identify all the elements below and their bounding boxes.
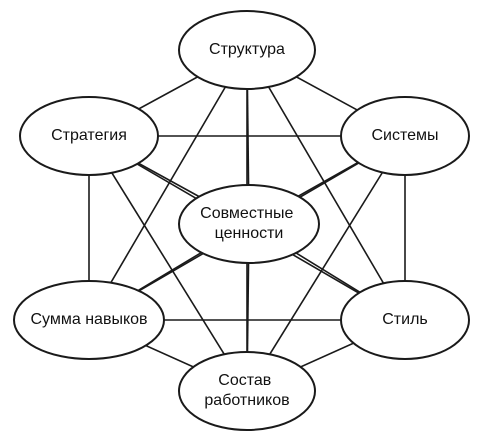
node-structure-label: Структура [209,41,285,58]
node-skills-ellipse [13,280,165,360]
svg-text:Состав работников: Состав работников [204,372,289,409]
node-systems-label: Системы [371,127,438,144]
svg-text:Системы: Системы [371,127,438,144]
node-strategy: Стратегия [19,96,159,176]
node-systems-ellipse [340,96,470,176]
node-shared-values-ellipse [178,184,320,264]
svg-text:Сумма навыков: Сумма навыков [30,311,147,328]
node-strategy-label: Стратегия [51,127,127,144]
node-style: Стиль [340,280,470,360]
node-staff-ellipse [178,351,316,431]
node-strategy-ellipse [19,96,159,176]
node-skills: Сумма навыков [13,280,165,360]
node-shared-values-label-line-2: ценности [215,225,284,242]
svg-text:Стиль: Стиль [382,311,428,328]
node-systems: Системы [340,96,470,176]
connector-systems-staff [246,135,406,392]
connector-strategy-staff [88,135,248,392]
node-style-label: Стиль [382,311,428,328]
node-staff: Состав работников [178,351,316,431]
node-structure: Структура [178,10,316,90]
node-shared-values-label-line-1: Совместные [200,205,293,222]
svg-text:Совместные ценности: Совместные ценности [200,205,298,242]
node-staff-label-line-1: Состав [218,372,271,389]
node-staff-label-line-2: работников [204,392,289,409]
svg-text:Структура: Структура [209,41,285,58]
connector-structure-style [246,49,406,321]
node-style-ellipse [340,280,470,360]
node-shared-values: Совместные ценности [178,184,320,264]
connector-structure-skills [88,49,248,321]
node-structure-ellipse [178,10,316,90]
node-skills-label: Сумма навыков [30,311,147,328]
svg-text:Стратегия: Стратегия [51,127,127,144]
